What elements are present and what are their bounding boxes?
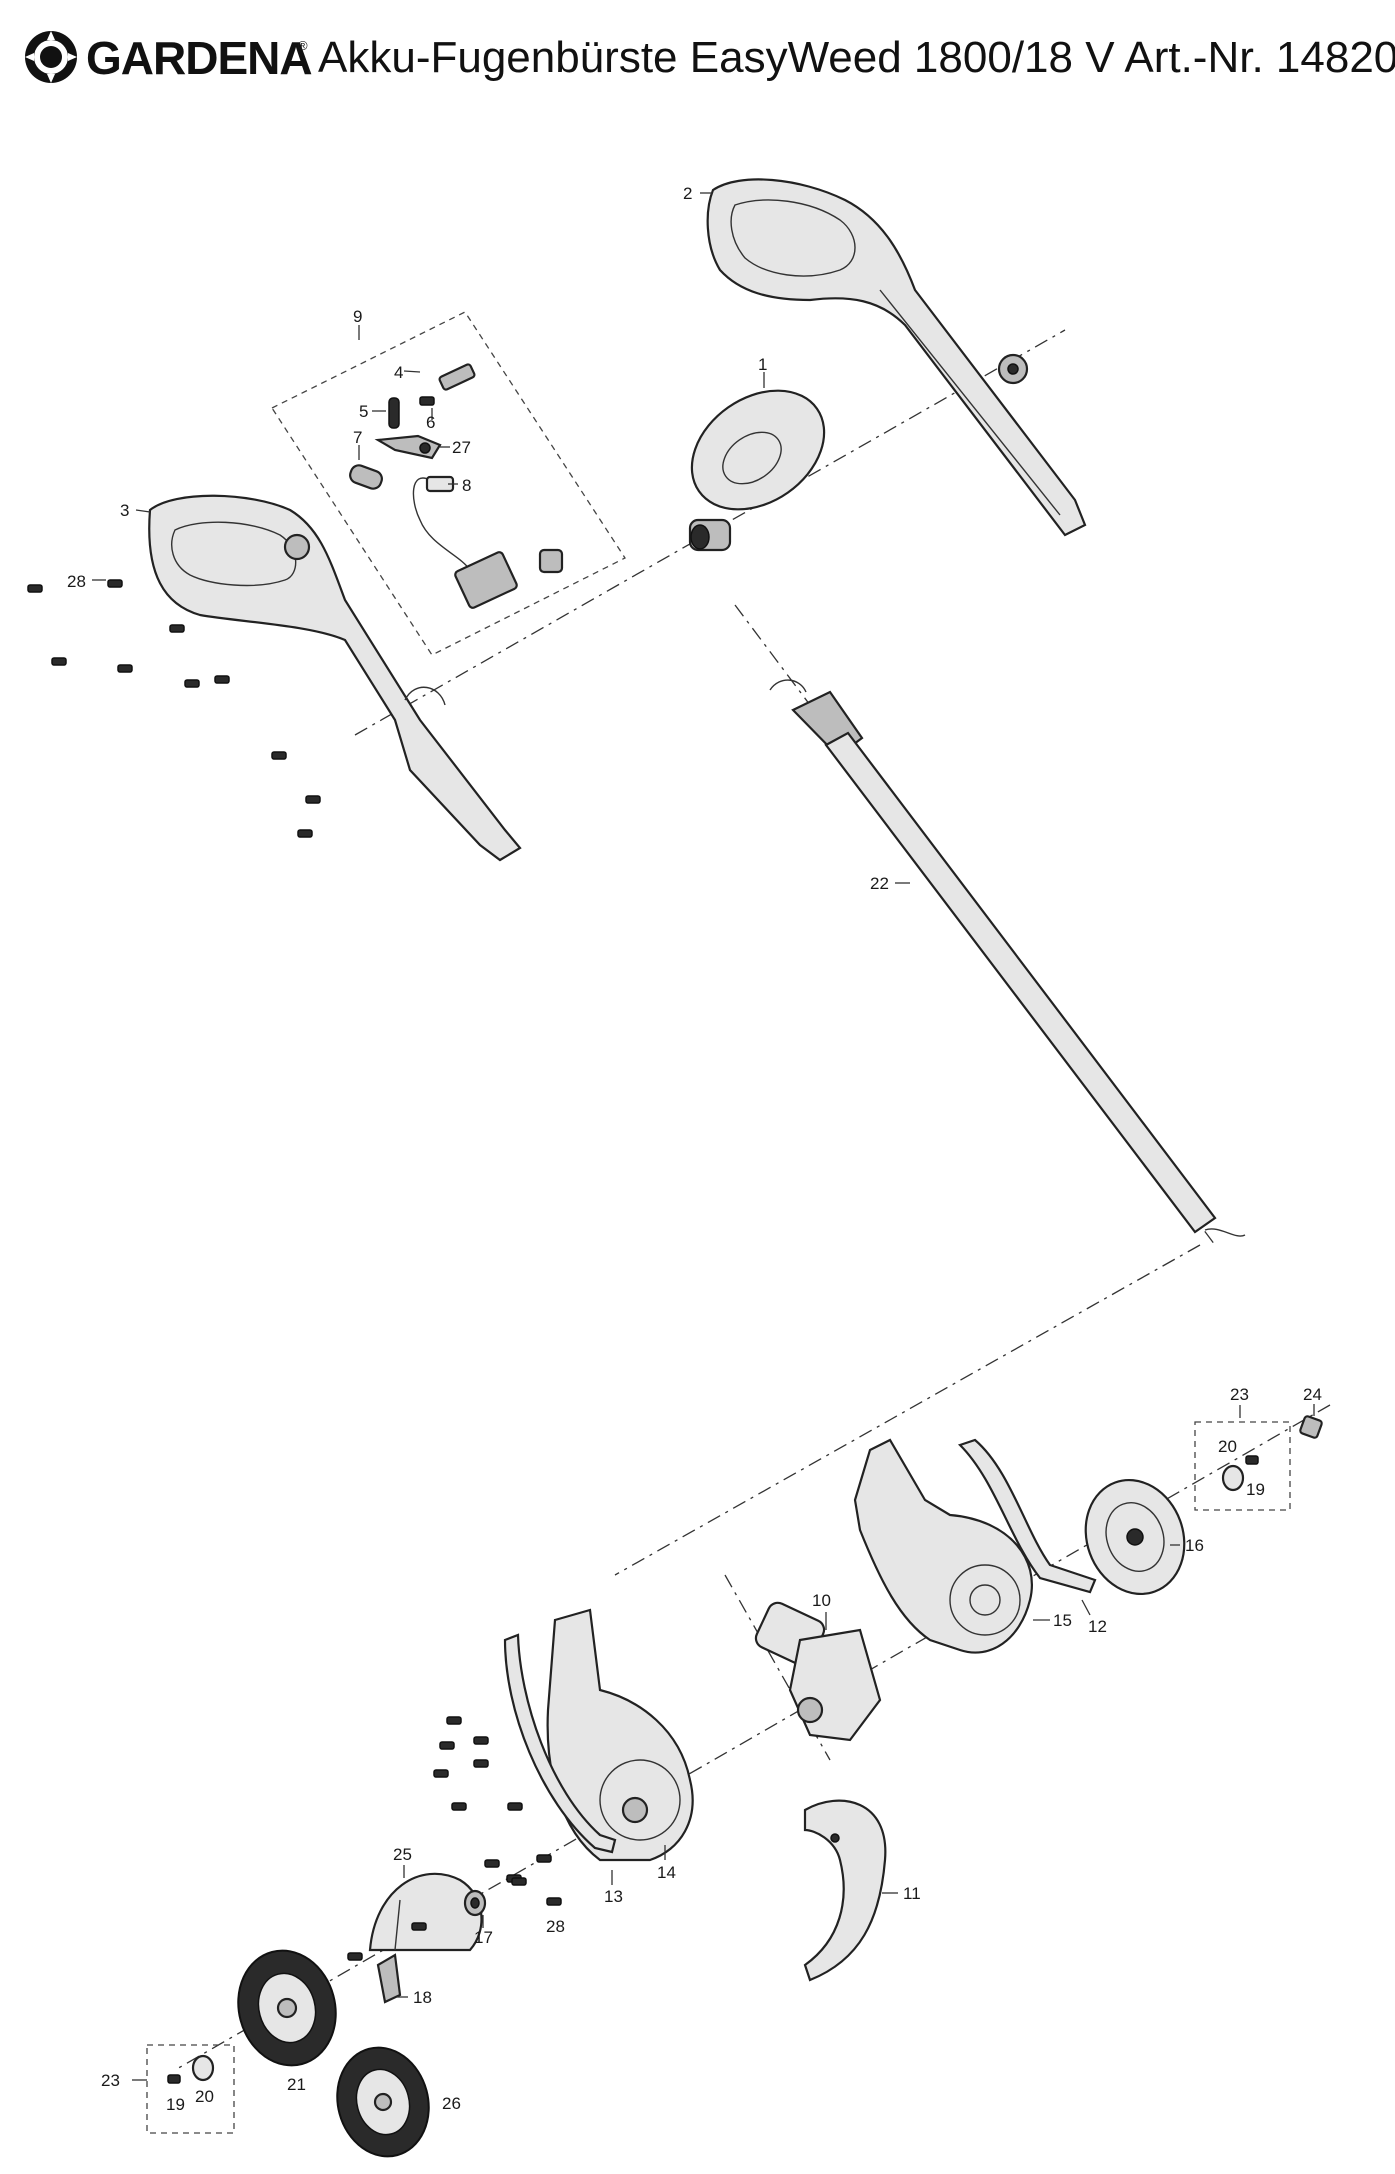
label-11: 11 [903,1884,921,1903]
label-20-bottom: 20 [195,2087,214,2106]
label-7: 7 [353,428,362,447]
label-28-bottom: 28 [546,1917,565,1936]
part-25-guard [368,1872,483,1952]
label-10: 10 [812,1591,831,1610]
label-23-bottom: 23 [101,2071,120,2090]
group-box-23-top [1194,1421,1291,1511]
label-6: 6 [426,413,435,432]
part-22-shaft [769,679,1246,1237]
label-3: 3 [120,501,129,520]
label-26: 26 [442,2094,461,2113]
label-13: 13 [604,1887,623,1906]
label-8: 8 [462,476,471,495]
label-23-top: 23 [1230,1385,1249,1404]
part-13-strip [503,1633,617,1854]
brand-name: GARDENA [86,32,313,84]
label-5: 5 [359,402,368,421]
part-17-bushing [463,1889,487,1917]
page-title: Akku-Fugenbürste EasyWeed 1800/18 V Art.… [318,33,1395,82]
part-20-washer-bottom [191,2054,215,2082]
part-3-lower-handle [148,494,522,862]
label-24: 24 [1303,1385,1322,1404]
label-1: 1 [758,355,767,374]
part-7-lock-button [349,464,383,490]
label-19-bottom: 19 [166,2095,185,2114]
label-19-top: 19 [1246,1480,1265,1499]
part-21-brush-wheel [237,1949,337,2067]
part-27-trigger [374,434,442,460]
part-5-spring [388,397,400,429]
group-box-23-bottom [146,2044,235,2134]
part-8-switch-assembly [412,475,564,609]
screws-28-head [347,1716,562,1961]
screws-28-handle [27,579,321,838]
label-14: 14 [657,1863,676,1882]
part-16-brush-disc [1084,1478,1186,1596]
label-25: 25 [393,1845,412,1864]
header: GARDENA ® Akku-Fugenbürste EasyWeed 1800… [22,28,1395,88]
label-20-top: 20 [1218,1437,1237,1456]
axis-head [174,1404,1331,2071]
group-box-9 [271,311,626,656]
part-19-screw-bottom [167,2074,181,2084]
label-21: 21 [287,2075,306,2094]
label-4: 4 [394,363,403,382]
part-12-strip [957,1438,1097,1594]
label-28-top: 28 [67,572,86,591]
label-17: 17 [474,1928,493,1947]
part-24-nut [1299,1415,1323,1439]
part-2-upper-handle [706,178,1087,537]
part-1-round-grip [688,389,826,552]
part-4-switch-small [438,363,476,391]
label-16: 16 [1185,1536,1204,1555]
part-20-washer-top [1221,1464,1245,1492]
label-9: 9 [353,307,362,326]
label-18: 18 [413,1988,432,2007]
leader-lines [92,192,1315,2081]
part-19-screw-top [1245,1455,1259,1465]
part-26-brush-wheel [336,2046,430,2158]
part-6-screw [419,396,435,406]
label-15: 15 [1053,1611,1072,1630]
label-27: 27 [452,438,471,457]
part-number-labels: 2 1 9 4 5 6 27 7 8 3 28 22 23 24 20 19 1… [67,184,1322,2114]
registered-mark: ® [298,38,308,53]
part-11-motor-cover [803,1799,887,1982]
label-2: 2 [683,184,692,203]
label-12: 12 [1088,1617,1107,1636]
axis-shaft-to-head [614,1244,1201,1576]
gardena-logo-icon [25,31,77,83]
part-18-bracket [376,1953,402,2004]
part-15-housing [853,1438,1033,1654]
part-10-motor [754,1601,882,1742]
label-22: 22 [870,874,889,893]
